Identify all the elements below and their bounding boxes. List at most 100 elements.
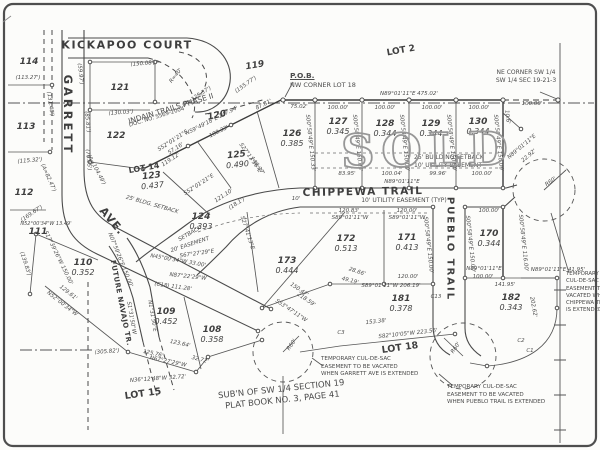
dimension-label: N89°01'11"E: [466, 266, 502, 272]
dimension-label: 100.04': [381, 171, 403, 177]
dimension-label: C2: [517, 338, 525, 344]
lot-number: 129: [421, 119, 441, 130]
note-line: WHEN GARRETT AVE IS EXTENDED: [321, 371, 419, 378]
lot-number: 108: [202, 325, 222, 336]
dimension-label: C13: [430, 294, 442, 300]
note-line: WHEN PUEBLO TRAIL IS EXTENDED: [447, 399, 546, 406]
dimension-label: N89°01'11"E 41.95': [530, 267, 586, 273]
dimension-label: N89°01'11"E: [384, 179, 420, 185]
lot-acreage: 0.344: [477, 239, 501, 249]
road-lines: [61, 30, 518, 357]
dimension-label: 100.00': [521, 101, 543, 107]
dimension-label: 120.83': [338, 208, 360, 214]
lot-number: 130: [468, 117, 488, 128]
note-line: 25' BUILDING SETBACK: [414, 154, 484, 161]
note-line: TEMPORARY CUL-DE-SAC: [447, 384, 517, 390]
lot-number: 109: [156, 307, 176, 318]
dimension-label: S89°01'11"W: [388, 215, 426, 221]
lot-acreage: 0.378: [389, 304, 413, 314]
lot-number: 182: [501, 293, 521, 304]
lot-number: 113: [16, 121, 36, 132]
lot-acreage: 0.452: [154, 317, 178, 327]
dimension-label: 100.00': [468, 105, 490, 111]
dimension-label: 100.00': [471, 171, 493, 177]
lot-acreage: 0.444: [275, 266, 299, 276]
note-line: VACATED WHEN: [566, 292, 600, 299]
dimension-label: C1: [526, 348, 534, 354]
dimension-label: (113.27'): [15, 75, 41, 81]
note-line: NW CORNER LOT 18: [290, 81, 356, 90]
lot-label-112: 112: [15, 188, 34, 198]
lot-label-111: 111: [29, 227, 48, 237]
plat-boundary: [142, 98, 504, 278]
lot-label-113: 113: [17, 122, 36, 132]
lot-acreage: 0.358: [200, 335, 224, 345]
lot-number: 171: [397, 233, 417, 244]
dimension-label: 99.96': [429, 171, 447, 177]
lot-number: 126: [282, 129, 302, 140]
lot-number: 172: [336, 234, 356, 245]
lot-number: 111: [28, 226, 48, 237]
lot-acreage: 0.344: [373, 129, 397, 139]
note-line: EASEMENT TO BE VACATED: [447, 391, 524, 398]
dimension-label: S89°01'11"W 206.19': [361, 283, 421, 289]
dimension-label: 75.02': [290, 104, 308, 110]
lot-label-114: 114: [20, 57, 39, 67]
lot-acreage: 0.344: [466, 127, 490, 137]
lot-number: 124: [191, 212, 211, 223]
lot-acreage: 0.343: [499, 303, 523, 313]
note-line: CUL-DE-SAC: [566, 278, 599, 285]
note-line: SW 1/4 SEC 19-21-3: [495, 77, 557, 84]
lot-number: 121: [110, 82, 130, 93]
dimension-label: S89°01'11"W: [331, 215, 369, 221]
note-line: TEMPORARY: [566, 271, 599, 277]
lot-number: 110: [73, 258, 93, 269]
lot-acreage: 0.344: [419, 129, 443, 139]
lot-number: 173: [277, 256, 297, 267]
lot-acreage: 0.413: [395, 243, 419, 253]
dimension-label: 100.00': [327, 105, 349, 111]
dimension-label: 10': [291, 196, 301, 202]
note-line: EASEMENT TO BE VACATED: [321, 363, 398, 370]
vertex-monuments: [27, 59, 561, 375]
dimension-label: 100.00': [472, 274, 494, 280]
lot-number: 127: [328, 117, 348, 128]
setback-lines: [197, 152, 503, 233]
note-line: IS EXTENDED: [566, 307, 600, 314]
section-lines: [8, 102, 594, 351]
dimension-label: C3: [337, 330, 345, 336]
lot-acreage: 0.393: [189, 222, 213, 232]
lot-number: 122: [106, 130, 126, 141]
dimension-label: N52°00'34"W 13.49': [20, 221, 72, 227]
dimension-label: 120.00': [396, 208, 418, 214]
note-line: NE CORNER SW 1/4: [496, 68, 556, 76]
lot-label-121: 121: [111, 83, 130, 93]
note-line: 10' UTILITY EASEMENT (TYP): [361, 196, 447, 204]
lot-number: 114: [19, 56, 39, 67]
lot-number: 181: [391, 294, 411, 305]
sold-watermark: SOLD: [340, 121, 516, 180]
dimension-label: 100.00': [478, 208, 500, 214]
lot-label-122: 122: [107, 131, 126, 141]
dimension-label: 100.00': [374, 105, 396, 111]
dimension-label: N89°01'11"E 475.02': [380, 91, 438, 97]
street-label-pueblo-trail: PUEBLO TRAIL: [444, 196, 456, 302]
note-line: EASEMENT TO BE: [566, 285, 600, 292]
